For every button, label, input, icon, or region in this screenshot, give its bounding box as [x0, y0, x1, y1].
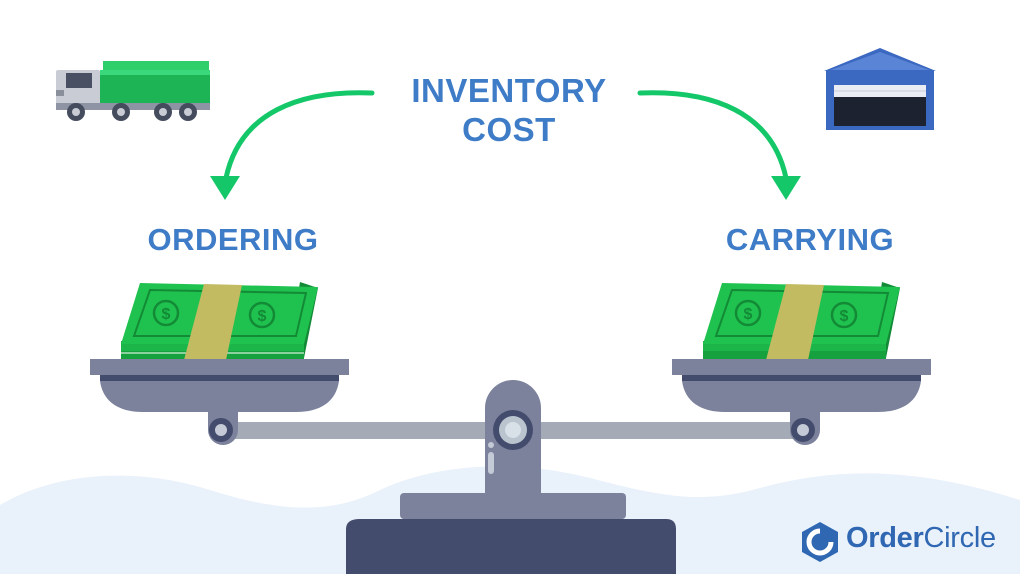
title-line-2: COST — [462, 110, 556, 148]
warehouse-icon — [824, 48, 936, 130]
svg-text:$: $ — [840, 308, 849, 325]
ordering-label: ORDERING — [147, 222, 319, 257]
svg-text:$: $ — [162, 306, 171, 323]
carrying-label: CARRYING — [725, 222, 895, 257]
right-cash-stack-icon: $ $ — [703, 282, 900, 362]
logo-word-circle: Circle — [923, 521, 996, 554]
title-line-1: INVENTORY — [411, 72, 607, 109]
logo-wordmark: OrderCircle — [846, 522, 996, 555]
arrow-to-ordering — [210, 90, 375, 200]
ordercircle-logo-icon — [802, 522, 838, 562]
left-cash-stack-icon: $ $ — [121, 282, 318, 362]
svg-text:$: $ — [258, 308, 267, 325]
diagram-title: INVENTORY COST — [380, 72, 638, 150]
svg-text:$: $ — [744, 306, 753, 323]
truck-icon — [56, 61, 210, 121]
ordercircle-logo: OrderCircle — [802, 516, 1002, 560]
logo-word-order: Order — [846, 521, 924, 554]
arrow-to-carrying — [637, 90, 801, 200]
balance-scale-icon — [90, 359, 931, 574]
